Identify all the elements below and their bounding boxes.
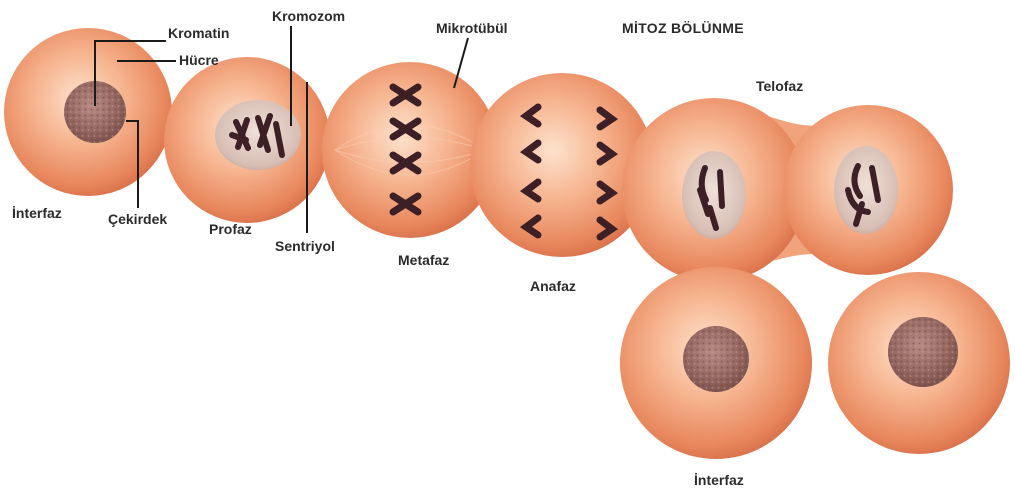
label-interfaz-1: İnterfaz — [12, 206, 62, 220]
label-metafaz: Metafaz — [398, 253, 449, 267]
label-sentriyol: Sentriyol — [275, 239, 335, 253]
interphase-cell-1 — [4, 28, 172, 196]
label-anafaz: Anafaz — [530, 279, 576, 293]
interphase-cells-2 — [620, 267, 1010, 459]
label-hucre: Hücre — [179, 53, 219, 67]
prophase-cell — [164, 57, 330, 223]
telophase-cells — [622, 98, 953, 282]
diagram-title: MİTOZ BÖLÜNME — [622, 21, 744, 35]
label-interfaz-2: İnterfaz — [694, 473, 744, 487]
label-profaz: Profaz — [209, 222, 252, 236]
label-kromozom: Kromozom — [272, 9, 345, 23]
label-telofaz: Telofaz — [756, 79, 803, 93]
label-cekirdek: Çekirdek — [108, 212, 167, 226]
label-kromatin: Kromatin — [168, 26, 229, 40]
label-mikrotubul: Mikrotübül — [436, 21, 508, 35]
